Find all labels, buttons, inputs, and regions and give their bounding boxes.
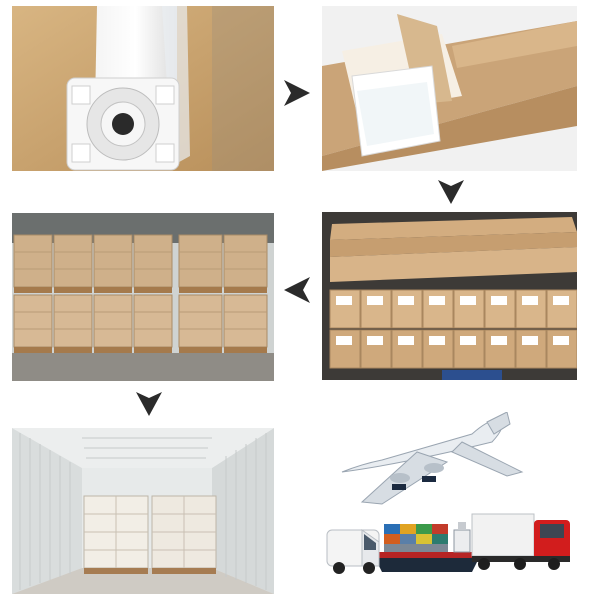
panel-roll [12,6,274,171]
panel-boxed [322,6,577,171]
van-icon [326,529,380,574]
arrow-down-icon [436,178,466,206]
arrow-right-icon [282,78,312,108]
arrow-down-icon [134,390,164,418]
truck-icon [471,513,570,570]
panel-warehouse [12,213,274,381]
airplane-icon [341,412,524,505]
arrow-left-icon [282,275,312,305]
panel-container [12,428,274,594]
panel-cartons-stacked [322,212,577,380]
panel-shipping [322,412,577,592]
cargo-ship-icon [372,522,482,572]
